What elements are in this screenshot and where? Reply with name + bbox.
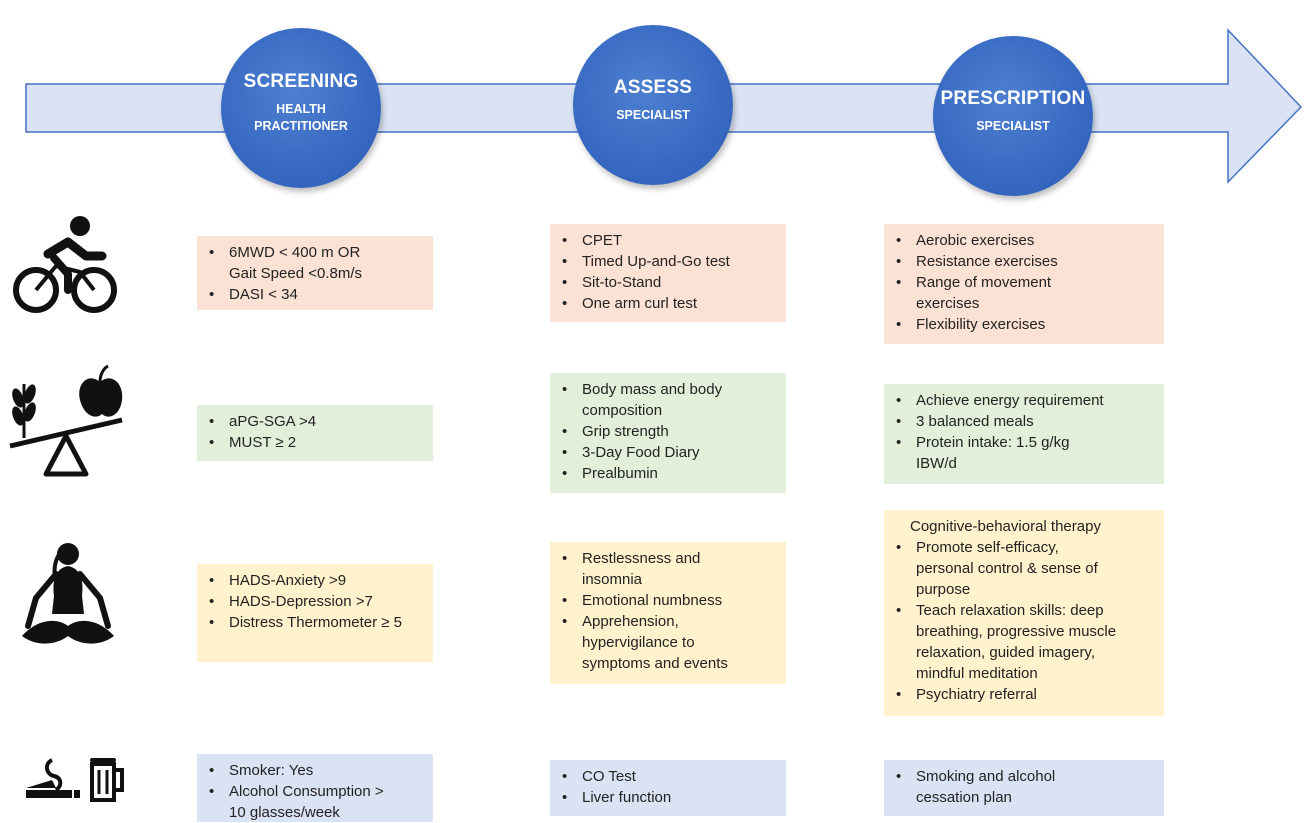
list-item: DASI < 34 <box>205 284 425 305</box>
stage-subtitle: HEALTH PRACTITIONER <box>254 102 348 133</box>
list-item: 6MWD < 400 m OR Gait Speed <0.8m/s <box>205 242 379 284</box>
screening-box-physical: 6MWD < 400 m OR Gait Speed <0.8m/s DASI … <box>197 236 433 310</box>
screening-list: aPG-SGA >4 MUST ≥ 2 <box>205 411 425 453</box>
list-item: Grip strength <box>558 421 778 442</box>
list-item: One arm curl test <box>558 293 778 314</box>
screening-box-nutrition: aPG-SGA >4 MUST ≥ 2 <box>197 405 433 461</box>
list-item: Psychiatry referral <box>892 684 1156 705</box>
prescription-intro: Cognitive-behavioral therapy <box>910 518 1101 535</box>
list-item: 3 balanced meals <box>892 411 1156 432</box>
assess-list: CO Test Liver function <box>558 766 778 808</box>
assess-box-physical: CPET Timed Up-and-Go test Sit-to-Stand O… <box>550 224 786 322</box>
list-item: Alcohol Consumption > 10 glasses/week <box>205 781 399 823</box>
list-item: HADS-Anxiety >9 <box>205 570 425 591</box>
stage-title: SCREENING <box>243 71 359 92</box>
list-item: Smoker: Yes <box>205 760 425 781</box>
prescription-list: Aerobic exercises Resistance exercises R… <box>892 230 1156 335</box>
list-item: Prealbumin <box>558 463 778 484</box>
list-item: CPET <box>558 230 778 251</box>
prescription-list: Smoking and alcohol cessation plan <box>892 766 1156 808</box>
list-item: Flexibility exercises <box>892 314 1156 335</box>
prescription-box-smoking: Smoking and alcohol cessation plan <box>884 760 1164 816</box>
stage-screening-circle: SCREENING HEALTH PRACTITIONER <box>221 28 381 188</box>
assess-list: Restlessness and insomnia Emotional numb… <box>558 548 778 674</box>
list-item: Apprehension, hypervigilance to symptoms… <box>558 611 762 674</box>
stage-prescription-circle: PRESCRIPTION SPECIALIST <box>933 36 1093 196</box>
nutrition-balance-icon <box>9 364 123 477</box>
list-item: Smoking and alcohol cessation plan <box>892 766 1096 808</box>
cycling-icon <box>13 216 117 313</box>
list-item: Protein intake: 1.5 g/kg IBW/d <box>892 432 1106 474</box>
assess-list: Body mass and body composition Grip stre… <box>558 379 778 484</box>
list-item: Liver function <box>558 787 778 808</box>
meditation-icon <box>22 543 114 644</box>
screening-box-smoking: Smoker: Yes Alcohol Consumption > 10 gla… <box>197 754 433 822</box>
list-item: Sit-to-Stand <box>558 272 778 293</box>
list-item: MUST ≥ 2 <box>205 432 425 453</box>
prescription-box-physical: Aerobic exercises Resistance exercises R… <box>884 224 1164 344</box>
list-item: CO Test <box>558 766 778 787</box>
stage-title: PRESCRIPTION <box>940 87 1086 109</box>
smoking-alcohol-icon <box>26 758 124 802</box>
list-item: Aerobic exercises <box>892 230 1156 251</box>
list-item: Restlessness and insomnia <box>558 548 762 590</box>
list-item: Achieve energy requirement <box>892 390 1156 411</box>
list-item: HADS-Depression >7 <box>205 591 425 612</box>
stage-subtitle: SPECIALIST <box>976 118 1050 133</box>
screening-list: 6MWD < 400 m OR Gait Speed <0.8m/s DASI … <box>205 242 425 305</box>
prescription-box-psychological: Cognitive-behavioral therapy Promote sel… <box>884 510 1164 716</box>
prescription-list: Achieve energy requirement 3 balanced me… <box>892 390 1156 474</box>
list-item: Promote self-efficacy, personal control … <box>892 537 1116 600</box>
stage-assess-circle: ASSESS SPECIALIST <box>573 25 733 185</box>
screening-list: HADS-Anxiety >9 HADS-Depression >7 Distr… <box>205 570 425 633</box>
screening-box-psychological: HADS-Anxiety >9 HADS-Depression >7 Distr… <box>197 564 433 662</box>
list-item: aPG-SGA >4 <box>205 411 425 432</box>
prescription-list: Promote self-efficacy, personal control … <box>892 537 1156 705</box>
list-item: Timed Up-and-Go test <box>558 251 778 272</box>
assess-box-nutrition: Body mass and body composition Grip stre… <box>550 373 786 493</box>
list-item: Teach relaxation skills: deep breathing,… <box>892 600 1130 684</box>
assess-box-psychological: Restlessness and insomnia Emotional numb… <box>550 542 786 684</box>
stage-subtitle: SPECIALIST <box>616 107 690 122</box>
list-item: Resistance exercises <box>892 251 1156 272</box>
assess-list: CPET Timed Up-and-Go test Sit-to-Stand O… <box>558 230 778 314</box>
list-item: Distress Thermometer ≥ 5 <box>205 612 419 633</box>
list-item: Emotional numbness <box>558 590 778 611</box>
list-item: 3-Day Food Diary <box>558 442 778 463</box>
list-item: Range of movement exercises <box>892 272 1076 314</box>
assess-box-smoking: CO Test Liver function <box>550 760 786 816</box>
prescription-box-nutrition: Achieve energy requirement 3 balanced me… <box>884 384 1164 484</box>
stage-title: ASSESS <box>613 76 693 98</box>
list-item: Body mass and body composition <box>558 379 762 421</box>
screening-list: Smoker: Yes Alcohol Consumption > 10 gla… <box>205 760 425 823</box>
